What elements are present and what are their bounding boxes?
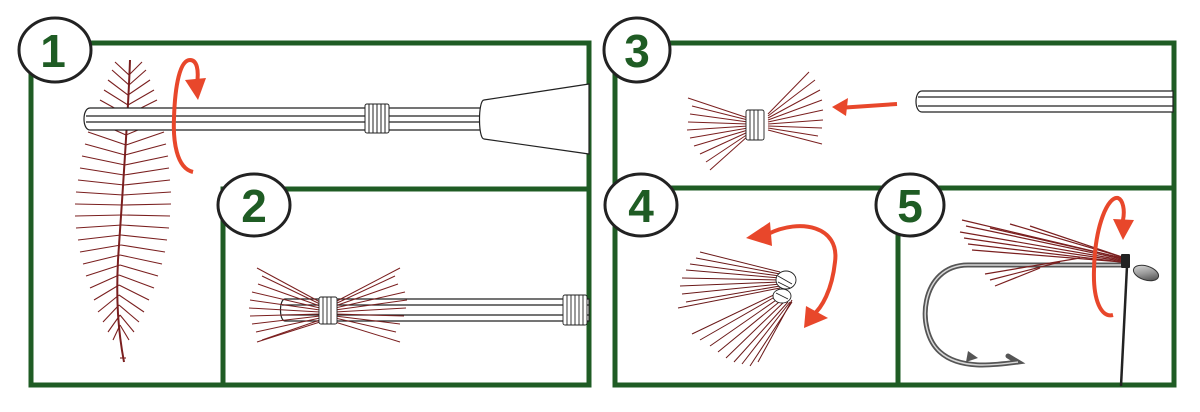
fiber-bundle-icon (686, 71, 824, 171)
curved-double-arrow-icon (746, 222, 838, 328)
step-number-5: 5 (897, 180, 923, 232)
thread-wrap-icon (745, 109, 765, 141)
folded-bundle-icon (677, 251, 793, 367)
tool-handle-icon (478, 83, 590, 155)
tool-tip-icon (915, 90, 1174, 113)
panel-2-frame (220, 186, 592, 388)
panel-1-frame (28, 40, 592, 388)
thread-icon (1119, 265, 1129, 387)
panel-2-content (248, 267, 590, 343)
left-arrow-icon (832, 98, 898, 116)
thread-wrap-icon (562, 294, 588, 326)
fish-hook-icon (922, 262, 1160, 368)
step-number-2: 2 (241, 180, 267, 232)
panel-5-frame (895, 185, 1177, 388)
step-number-1: 1 (40, 25, 66, 77)
thread-wrap-icon (772, 270, 797, 304)
step-number-4: 4 (628, 180, 654, 232)
step-badge-4: 4 (603, 172, 679, 238)
step-badge-1: 1 (17, 16, 93, 84)
step-number-3: 3 (624, 25, 650, 77)
step-badge-3: 3 (602, 16, 672, 84)
rotate-arrow-icon (1091, 196, 1134, 318)
feather-icon (74, 59, 172, 363)
rotate-arrow-icon (171, 57, 206, 174)
panel-frames (28, 40, 1177, 388)
thread-wrap-icon (364, 103, 390, 134)
panel-3-content (686, 71, 1174, 171)
fiber-bundle-icon (248, 267, 408, 343)
step-badge-2: 2 (216, 172, 292, 238)
thread-wrap-icon (1121, 254, 1130, 268)
panel-1-content (74, 57, 590, 363)
step-badge-5: 5 (874, 172, 946, 238)
thread-wrap-icon (318, 296, 338, 325)
hook-eye-icon (1132, 264, 1160, 282)
tool-shaft-icon (83, 107, 483, 131)
panel-5-content (922, 196, 1160, 387)
tool-shaft-icon (279, 298, 590, 322)
panel-4-content (677, 222, 838, 367)
